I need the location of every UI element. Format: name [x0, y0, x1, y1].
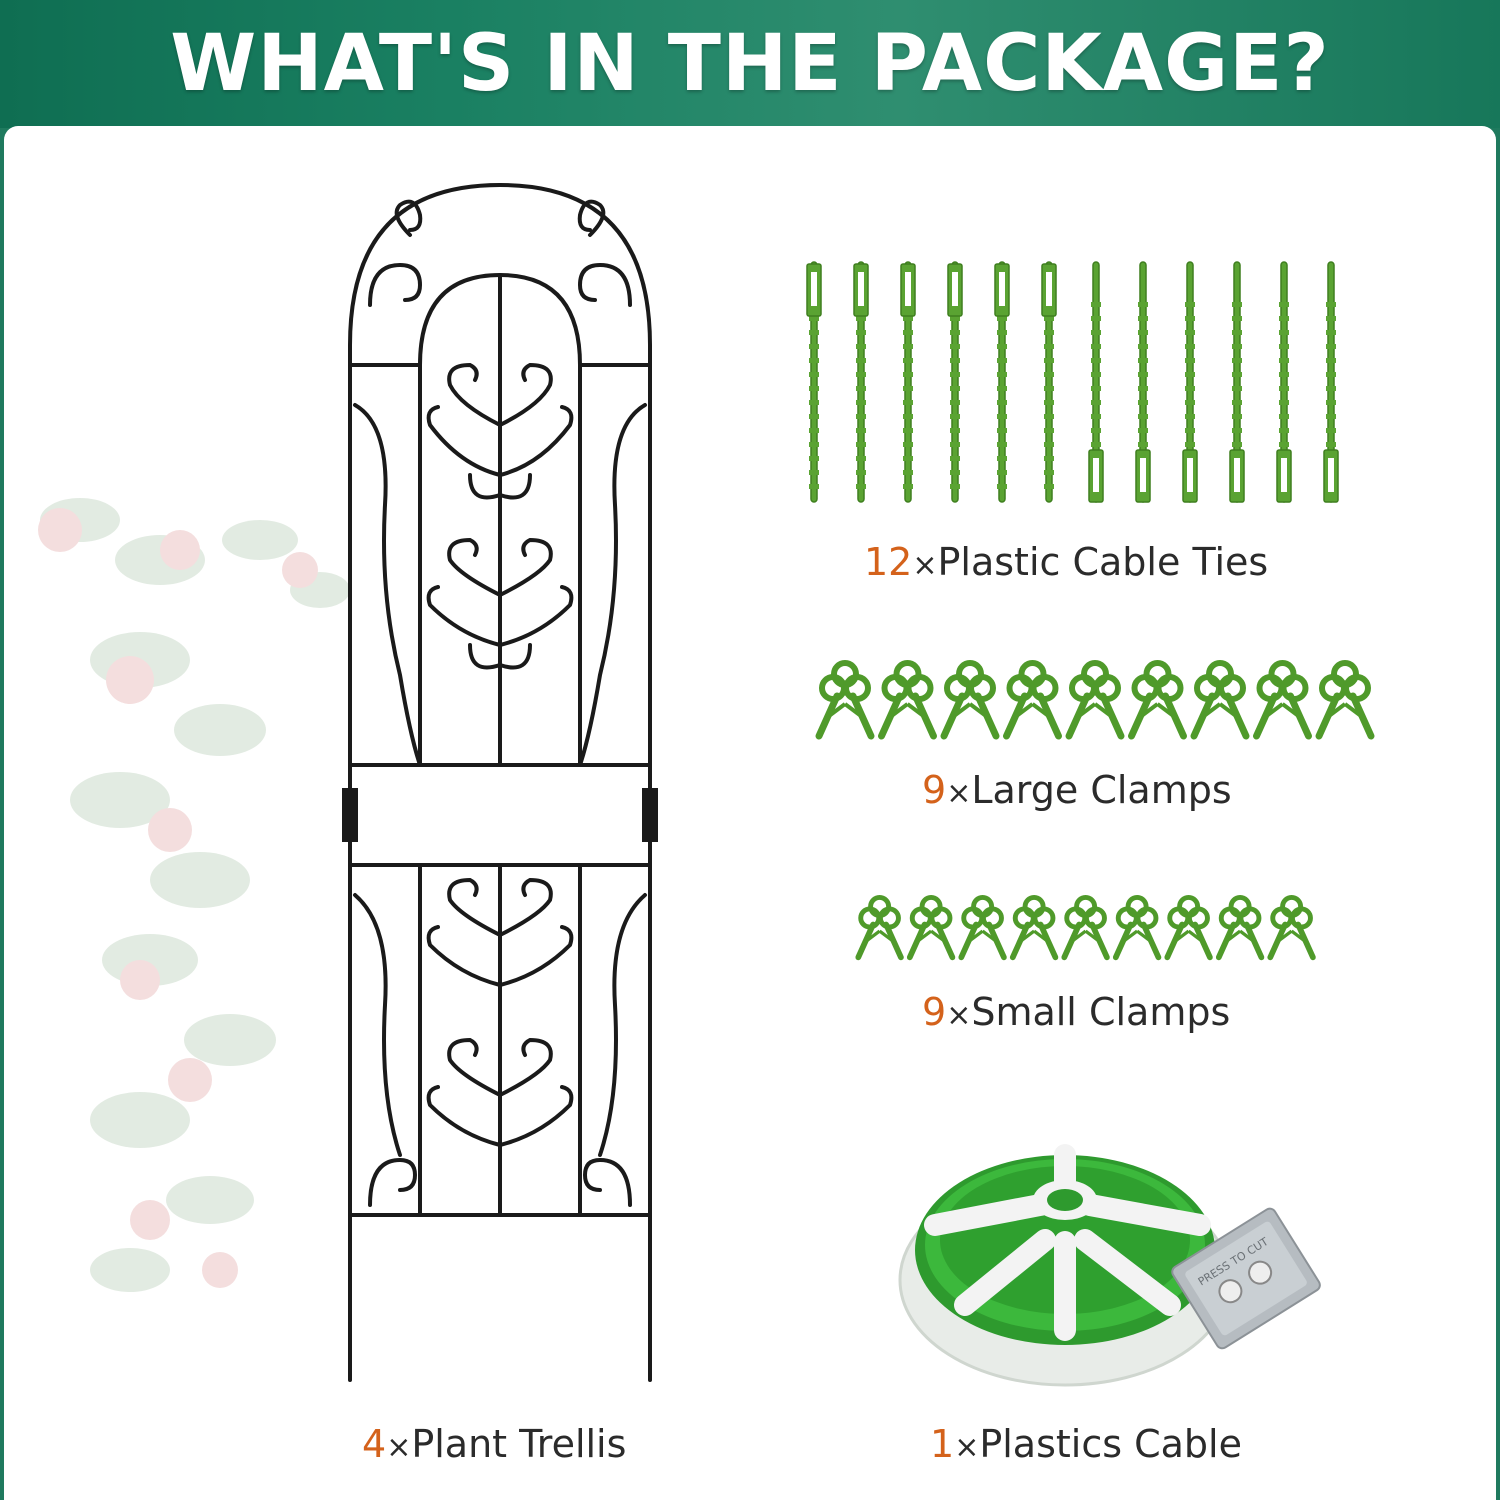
- clamp: [815, 660, 875, 740]
- clamp: [1112, 895, 1162, 961]
- item-name: Plastics Cable: [979, 1422, 1242, 1466]
- clamp: [1061, 895, 1110, 961]
- cable-tie: [1182, 261, 1198, 503]
- clamp: [1267, 895, 1316, 961]
- clamp: [1253, 660, 1312, 740]
- item-label-cable-ties: 12×Plastic Cable Ties: [864, 540, 1269, 584]
- page-title: WHAT'S IN THE PACKAGE?: [170, 19, 1330, 109]
- item-label-plant-trellis: 4×Plant Trellis: [362, 1422, 627, 1466]
- item-qty: 9: [922, 768, 947, 812]
- clamp: [1315, 660, 1375, 740]
- large-clamps-image: [815, 660, 1375, 740]
- cable-tie: [1088, 261, 1104, 503]
- clamp: [1003, 660, 1062, 740]
- item-label-small-clamps: 9×Small Clamps: [922, 990, 1231, 1034]
- item-qty: 4: [362, 1422, 387, 1466]
- small-clamps-image: [855, 895, 1316, 961]
- cable-tie: [1276, 261, 1292, 503]
- cable-tie: [1323, 261, 1339, 503]
- clamp: [878, 660, 937, 740]
- item-name: Plastic Cable Ties: [937, 540, 1269, 584]
- clamp: [1128, 660, 1187, 740]
- cable-tie: [806, 261, 822, 503]
- cable-tie: [900, 261, 916, 503]
- clamp: [958, 895, 1007, 961]
- clamp: [855, 895, 904, 961]
- rose-vine-decoration: [38, 498, 350, 1292]
- item-name: Plant Trellis: [411, 1422, 627, 1466]
- clamp: [1190, 660, 1250, 740]
- clamp: [1164, 895, 1213, 961]
- item-label-large-clamps: 9×Large Clamps: [922, 768, 1232, 812]
- item-label-plastics-cable: 1×Plastics Cable: [930, 1422, 1242, 1466]
- header-banner: WHAT'S IN THE PACKAGE?: [0, 0, 1500, 128]
- clamp: [940, 660, 1000, 740]
- clamp: [906, 895, 956, 961]
- item-qty: 12: [864, 540, 913, 584]
- cable-ties-image: [806, 261, 1339, 503]
- cable-tie: [1135, 261, 1151, 503]
- clamp: [1009, 895, 1059, 961]
- cable-tie: [1229, 261, 1245, 503]
- cable-tie: [1041, 261, 1057, 503]
- cable-tie: [853, 261, 869, 503]
- item-name: Large Clamps: [971, 768, 1232, 812]
- cable-reel-image: PRESS TO CUT: [898, 1144, 1321, 1387]
- plant-trellis-image: [342, 182, 658, 1382]
- item-name: Small Clamps: [971, 990, 1231, 1034]
- clamp: [1215, 895, 1265, 961]
- cable-tie: [994, 261, 1010, 503]
- item-qty: 1: [930, 1422, 955, 1466]
- clamp: [1065, 660, 1125, 740]
- item-qty: 9: [922, 990, 947, 1034]
- cable-tie: [947, 261, 963, 503]
